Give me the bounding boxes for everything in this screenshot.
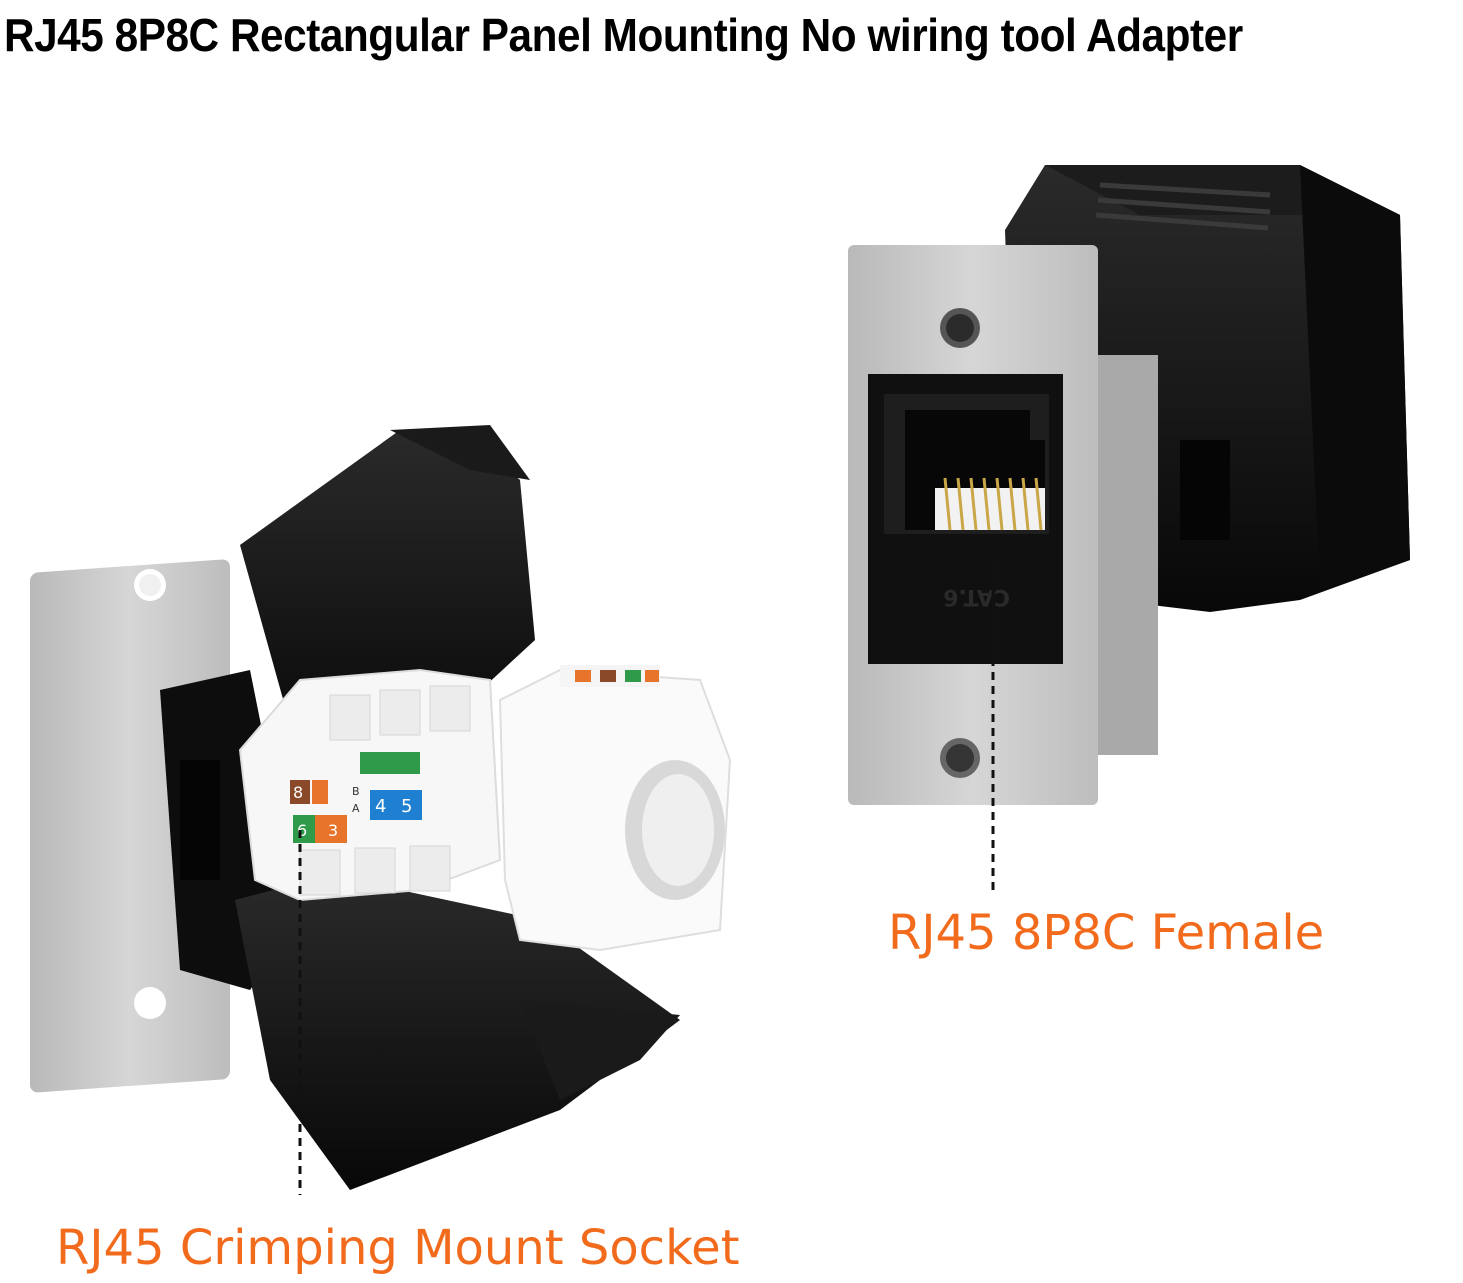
pin-4-blue xyxy=(370,790,396,820)
page-title: RJ45 8P8C Rectangular Panel Mounting No … xyxy=(4,9,1243,61)
pin-7-orange xyxy=(312,780,328,804)
jack-marking: CAT.6 xyxy=(943,584,1010,609)
pin-label: 4 xyxy=(375,796,386,817)
pin-8-brown xyxy=(290,780,310,804)
pin-5-blue xyxy=(396,790,422,820)
pin-label: 3 xyxy=(328,821,338,840)
callout-female: RJ45 8P8C Female xyxy=(888,905,1325,961)
callout-socket: RJ45 Crimping Mount Socket xyxy=(56,1220,740,1276)
pin-label: 6 xyxy=(297,821,307,840)
pin-label: A xyxy=(352,802,360,815)
pin-3-orange xyxy=(315,815,347,843)
female-adapter: CAT.6 xyxy=(848,165,1410,805)
bottom-flap xyxy=(235,875,680,1190)
pin-label: 8 xyxy=(293,783,303,802)
pin-label: B xyxy=(352,785,360,798)
socket-adapter: 8 4 5 6 3 B A xyxy=(30,425,732,1190)
pin-label: 5 xyxy=(401,796,412,817)
